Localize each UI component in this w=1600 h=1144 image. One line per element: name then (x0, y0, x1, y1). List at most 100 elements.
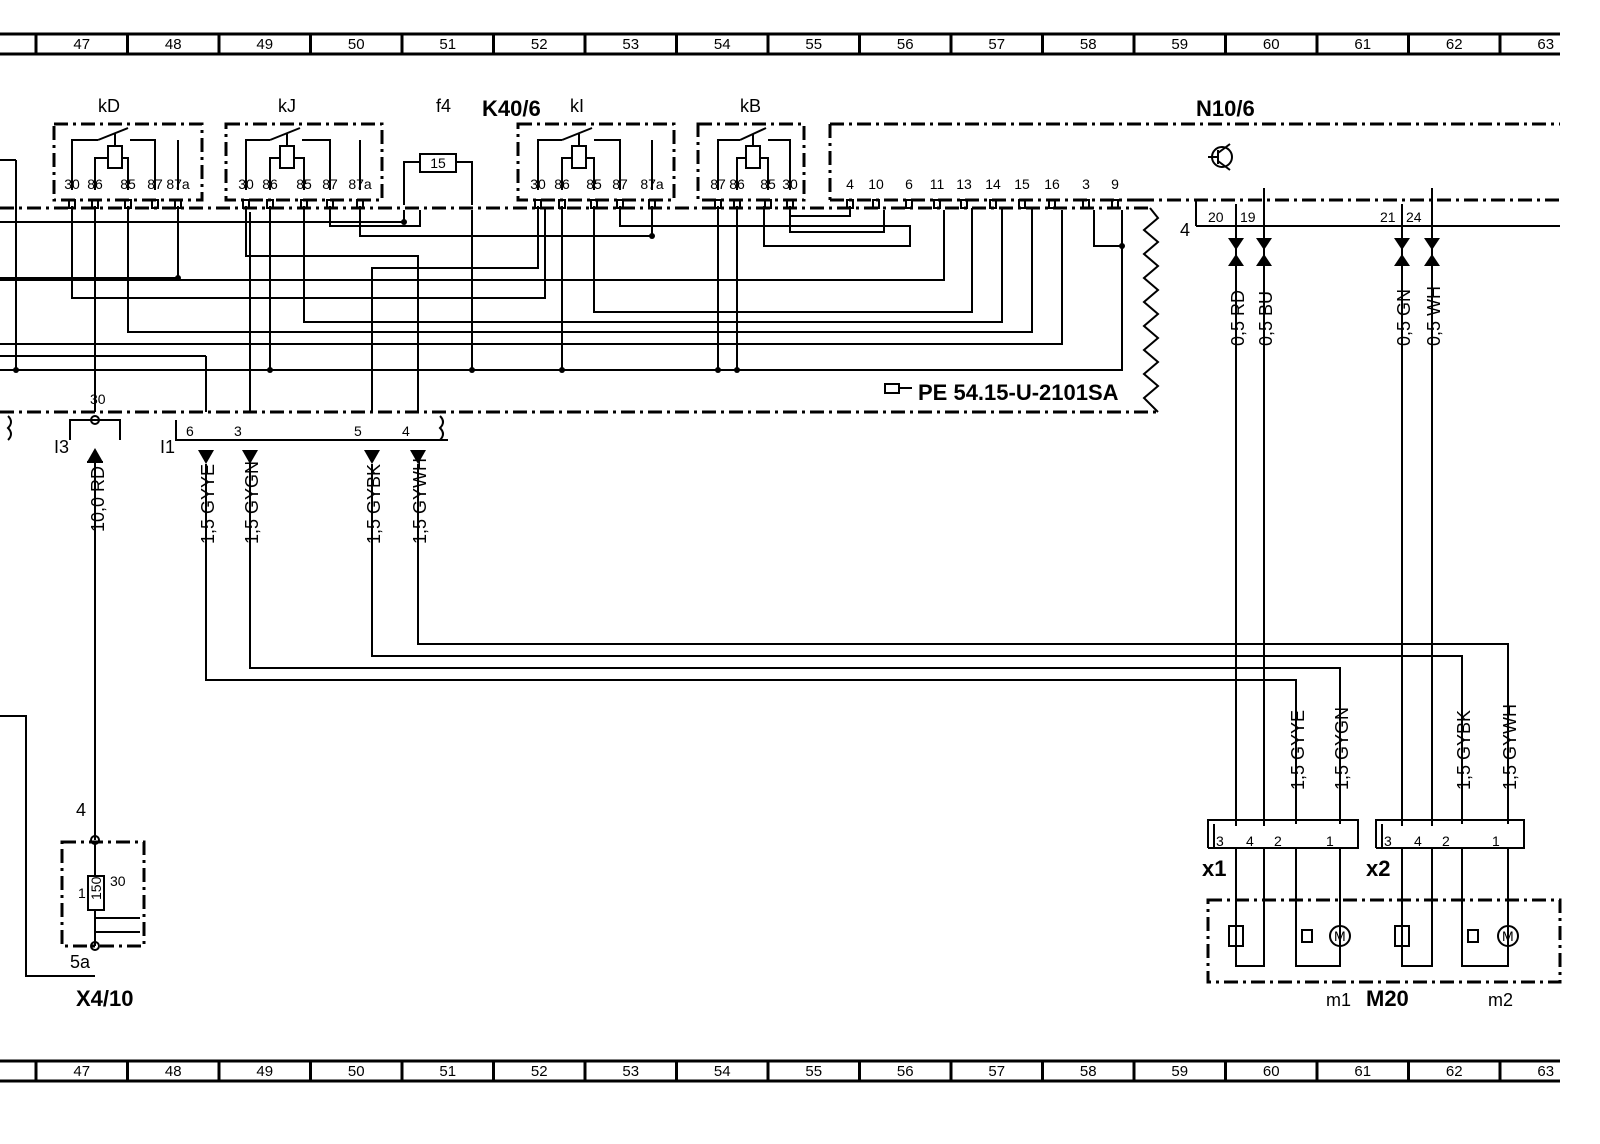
right-harness: 0,5 RD 0,5 BU 0,5 GN 0,5 WH 1,5 GYYE 1,5… (1228, 188, 1520, 826)
relay-kD-label: kD (98, 96, 120, 116)
k40-6-boundary (0, 206, 1160, 414)
x1-pin-2: 2 (1274, 833, 1282, 849)
n10-6-pin-20: 20 (1208, 209, 1224, 225)
x1-pin-4: 4 (1246, 833, 1254, 849)
n10-6-pin-24: 24 (1406, 209, 1422, 225)
x2-pin-1: 1 (1492, 833, 1500, 849)
pin-terminal (1082, 199, 1090, 209)
pin-label: 13 (956, 176, 972, 192)
relay-kJ-label: kJ (278, 96, 296, 116)
pin-label: 30 (782, 176, 798, 192)
pin-label: 86 (262, 176, 278, 192)
pin-label: 85 (120, 176, 136, 192)
connector-i1-pin-5: 5 (354, 423, 362, 439)
pin-label: 10 (868, 176, 884, 192)
external-wiring (0, 462, 1509, 977)
wire-label-05-rd: 0,5 RD (1228, 290, 1248, 346)
pin-label: 85 (760, 176, 776, 192)
wire-label-r-gygn: 1,5 GYGN (1332, 707, 1352, 790)
connector-i1-pin-4: 4 (402, 423, 410, 439)
x1-label: x1 (1202, 856, 1226, 881)
m20-m1-label: m1 (1326, 990, 1351, 1010)
connector-i1: I1 6 3 5 4 (160, 415, 448, 464)
top-ruler-column-label: 55 (805, 36, 822, 53)
bottom-ruler-column-label: 57 (988, 1063, 1005, 1080)
wire-label-05-gn: 0,5 GN (1394, 289, 1414, 346)
x2-pin-2: 2 (1442, 833, 1450, 849)
bottom-ruler-column-label: 50 (348, 1063, 365, 1080)
bottom-ruler-column-label: 59 (1171, 1063, 1188, 1080)
pin-terminal (1018, 199, 1026, 209)
fuse-block-x4-10: 4 150 1 30 5a X4/10 (60, 800, 146, 1011)
n10-6-label: N10/6 (1196, 96, 1255, 121)
x4-10-pin-bottom: 5a (70, 952, 91, 972)
bottom-ruler-column-label: 61 (1354, 1063, 1371, 1080)
pin-terminal (151, 199, 159, 209)
motor-module-m20: M M m1 M20 m2 (1206, 848, 1562, 1011)
pin-label: 9 (1111, 176, 1119, 192)
top-ruler-column-label: 47 (73, 36, 90, 53)
top-ruler-column-label: 58 (1080, 36, 1097, 53)
x2-label: x2 (1366, 856, 1390, 881)
pin-label: 87 (322, 176, 338, 192)
connector-i1-label: I1 (160, 437, 175, 457)
fuse-f4: f4 15 (403, 96, 473, 205)
top-ruler-column-label: 63 (1537, 36, 1554, 53)
pin-terminal (764, 199, 772, 209)
bottom-ruler-column-label: 54 (714, 1063, 731, 1080)
bottom-ruler-column-label: 55 (805, 1063, 822, 1080)
relay-kI-label: kI (570, 96, 584, 116)
pin-label: 86 (729, 176, 745, 192)
pin-label: 16 (1044, 176, 1060, 192)
pin-label: 86 (87, 176, 103, 192)
internal-wiring (0, 159, 1125, 412)
pin-terminal (933, 199, 941, 209)
top-ruler-column-label: 48 (165, 36, 182, 53)
top-ruler-column-label: 60 (1263, 36, 1280, 53)
connector-i1-pin-3: 3 (234, 423, 242, 439)
n10-6-pin-19: 19 (1240, 209, 1256, 225)
x4-10-pin-top: 4 (76, 800, 86, 820)
wire-label-gywh: 1,5 GYWH (410, 458, 430, 544)
pin-terminal (960, 199, 968, 209)
pin-label: 87a (166, 176, 190, 192)
svg-text:M: M (1334, 928, 1346, 944)
pin-label: 11 (930, 176, 945, 192)
wire-label-r-gywh: 1,5 GYWH (1500, 704, 1520, 790)
bottom-ruler-column-label: 49 (256, 1063, 273, 1080)
pin-terminal (989, 199, 997, 209)
m20-m2-label: m2 (1488, 990, 1513, 1010)
x1-pin-1: 1 (1326, 833, 1334, 849)
bottom-ruler-column-label: 62 (1446, 1063, 1463, 1080)
top-ruler-column-label: 54 (714, 36, 731, 53)
pin-terminal (905, 199, 913, 209)
bottom-ruler-column-label: 60 (1263, 1063, 1280, 1080)
bottom-ruler-column-label: 56 (897, 1063, 914, 1080)
pin-label: 14 (985, 176, 1001, 192)
pin-label: 87 (612, 176, 628, 192)
pin-label: 87 (147, 176, 163, 192)
reference-text: PE 54.15-U-2101SA (918, 380, 1119, 405)
bottom-ruler-column-label: 58 (1080, 1063, 1097, 1080)
pin-terminal (872, 199, 880, 209)
pin-terminal (1111, 199, 1119, 209)
bottom-ruler-column-label: 51 (439, 1063, 456, 1080)
wire-labels-left: 10,0 RD 1,5 GYYE 1,5 GYGN 1,5 GYBK 1,5 G… (88, 458, 430, 544)
hand-pointer-icon (884, 383, 912, 394)
top-ruler-column-label: 51 (439, 36, 456, 53)
pin-label: 85 (586, 176, 602, 192)
connector-i3-label: I3 (54, 437, 69, 457)
x4-10-fuse-rating: 150 (88, 876, 104, 900)
svg-text:M: M (1502, 928, 1514, 944)
x2-pin-4: 4 (1414, 833, 1422, 849)
fuse-f4-label: f4 (436, 96, 451, 116)
top-ruler-column-label: 59 (1171, 36, 1188, 53)
top-ruler-column-label: 52 (531, 36, 548, 53)
pin-label: 4 (846, 176, 854, 192)
